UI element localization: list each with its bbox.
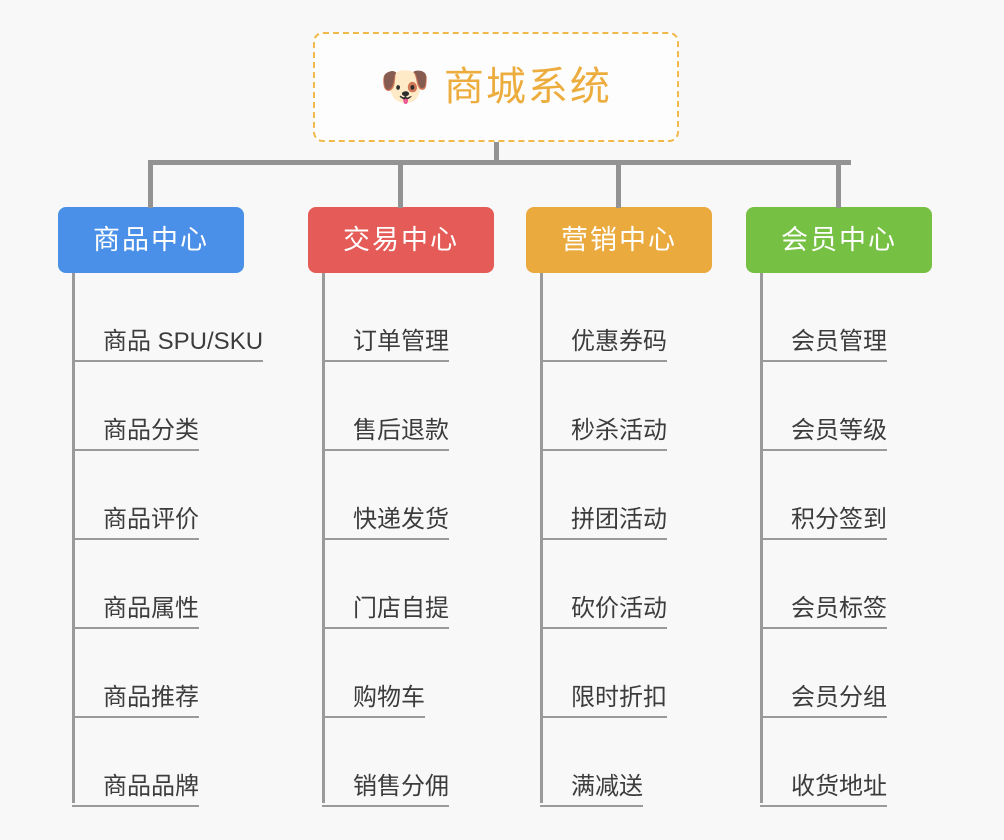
leaf-item-label: 拼团活动 xyxy=(540,506,667,540)
connector-drop-marketing-center xyxy=(616,160,621,208)
leaf-item[interactable]: 秒杀活动 xyxy=(526,362,712,451)
leaf-item-label: 会员等级 xyxy=(760,417,887,451)
leaf-item[interactable]: 会员标签 xyxy=(746,540,932,629)
leaf-item[interactable]: 会员分组 xyxy=(746,629,932,718)
leaf-list-marketing-center: 优惠券码秒杀活动拼团活动砍价活动限时折扣满减送 xyxy=(526,273,712,807)
leaf-item[interactable]: 商品品牌 xyxy=(58,718,244,807)
branch-column-product-center: 商品中心商品 SPU/SKU 商品分类商品评价商品属性商品推荐商品品牌 xyxy=(58,207,264,807)
leaf-item[interactable]: 积分签到 xyxy=(746,451,932,540)
leaf-item-label: 销售分佣 xyxy=(322,773,449,807)
branch-header-trade-center[interactable]: 交易中心 xyxy=(308,207,494,273)
leaf-item-label: 商品分类 xyxy=(72,417,199,451)
leaf-item[interactable]: 商品分类 xyxy=(58,362,244,451)
leaf-item[interactable]: 商品评价 xyxy=(58,451,244,540)
leaf-item-label: 积分签到 xyxy=(760,506,887,540)
leaf-list-trade-center: 订单管理售后退款快递发货门店自提购物车销售分佣 xyxy=(308,273,494,807)
leaf-item[interactable]: 商品 SPU/SKU xyxy=(58,273,264,362)
leaf-item-label: 商品属性 xyxy=(72,595,199,629)
leaf-item-label: 会员标签 xyxy=(760,595,887,629)
branch-column-member-center: 会员中心会员管理会员等级积分签到会员标签会员分组收货地址 xyxy=(746,207,932,807)
root-title: 商城系统 xyxy=(443,65,612,109)
leaf-item-label: 会员分组 xyxy=(760,684,887,718)
leaf-item[interactable]: 商品属性 xyxy=(58,540,244,629)
leaf-item-label: 快递发货 xyxy=(322,506,449,540)
branch-trunk-member-center xyxy=(760,273,763,803)
leaf-item[interactable]: 会员管理 xyxy=(746,273,932,362)
leaf-item[interactable]: 优惠券码 xyxy=(526,273,712,362)
leaf-item[interactable]: 门店自提 xyxy=(308,540,494,629)
leaf-item[interactable]: 快递发货 xyxy=(308,451,494,540)
leaf-item-label: 收货地址 xyxy=(760,773,887,807)
leaf-item[interactable]: 售后退款 xyxy=(308,362,494,451)
connector-root-stem xyxy=(494,142,499,163)
leaf-item-label: 会员管理 xyxy=(760,328,887,362)
connector-drop-trade-center xyxy=(398,160,403,208)
leaf-item-label: 订单管理 xyxy=(322,328,449,362)
leaf-item[interactable]: 砍价活动 xyxy=(526,540,712,629)
leaf-item-label: 商品品牌 xyxy=(72,773,199,807)
leaf-item[interactable]: 商品推荐 xyxy=(58,629,244,718)
branch-trunk-trade-center xyxy=(322,273,325,803)
leaf-item[interactable]: 会员等级 xyxy=(746,362,932,451)
leaf-item-label: 满减送 xyxy=(540,773,643,807)
leaf-item-label: 门店自提 xyxy=(322,595,449,629)
leaf-item-label: 秒杀活动 xyxy=(540,417,667,451)
branch-header-marketing-center[interactable]: 营销中心 xyxy=(526,207,712,273)
connector-drop-member-center xyxy=(836,160,841,208)
branch-column-trade-center: 交易中心订单管理售后退款快递发货门店自提购物车销售分佣 xyxy=(308,207,494,807)
leaf-item[interactable]: 满减送 xyxy=(526,718,712,807)
leaf-item[interactable]: 拼团活动 xyxy=(526,451,712,540)
leaf-item[interactable]: 购物车 xyxy=(308,629,494,718)
branch-trunk-marketing-center xyxy=(540,273,543,803)
leaf-item-label: 优惠券码 xyxy=(540,328,667,362)
root-node[interactable]: 🐶 商城系统 xyxy=(313,32,679,142)
leaf-item-label: 商品 SPU/SKU xyxy=(72,328,264,362)
leaf-item-label: 购物车 xyxy=(322,684,425,718)
leaf-item[interactable]: 限时折扣 xyxy=(526,629,712,718)
branch-header-member-center[interactable]: 会员中心 xyxy=(746,207,932,273)
leaf-item-label: 砍价活动 xyxy=(540,595,667,629)
leaf-item[interactable]: 收货地址 xyxy=(746,718,932,807)
leaf-list-product-center: 商品 SPU/SKU 商品分类商品评价商品属性商品推荐商品品牌 xyxy=(58,273,264,807)
leaf-item-label: 商品评价 xyxy=(72,506,199,540)
leaf-item-label: 限时折扣 xyxy=(540,684,667,718)
branch-trunk-product-center xyxy=(72,273,75,803)
leaf-item-label: 商品推荐 xyxy=(72,684,199,718)
connector-horizontal-bus xyxy=(148,160,851,165)
leaf-item[interactable]: 销售分佣 xyxy=(308,718,494,807)
leaf-list-member-center: 会员管理会员等级积分签到会员标签会员分组收货地址 xyxy=(746,273,932,807)
branch-header-product-center[interactable]: 商品中心 xyxy=(58,207,244,273)
dog-face-icon: 🐶 xyxy=(380,65,430,109)
connector-drop-product-center xyxy=(148,160,153,208)
leaf-item-label: 售后退款 xyxy=(322,417,449,451)
leaf-item[interactable]: 订单管理 xyxy=(308,273,494,362)
branch-column-marketing-center: 营销中心优惠券码秒杀活动拼团活动砍价活动限时折扣满减送 xyxy=(526,207,712,807)
